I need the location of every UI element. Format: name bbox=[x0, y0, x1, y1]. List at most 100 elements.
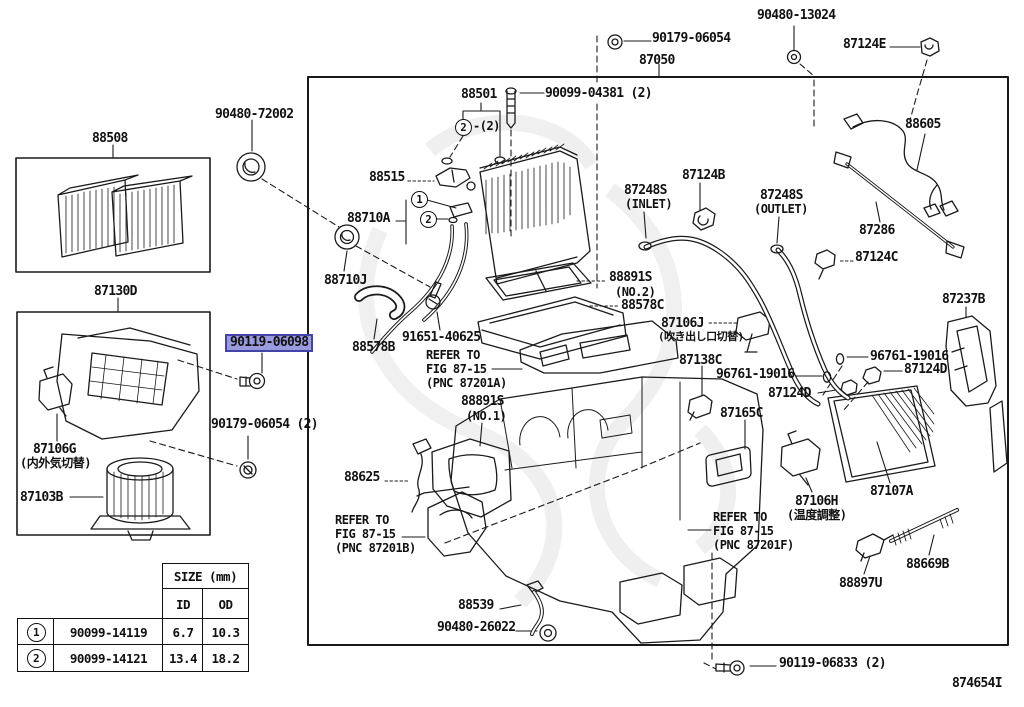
label-87124C: 87124C bbox=[855, 250, 898, 265]
label-88669B: 88669B bbox=[906, 557, 949, 572]
label-87103B: 87103B bbox=[20, 490, 63, 505]
table-row-od: 10.3 bbox=[202, 618, 249, 646]
table-row-part: 90099-14119 bbox=[53, 618, 164, 646]
heater-core-87107A bbox=[827, 385, 936, 483]
label-88508: 88508 bbox=[92, 131, 128, 146]
label-88605: 88605 bbox=[905, 117, 941, 132]
table-row-od: 18.2 bbox=[202, 644, 249, 672]
filter-box-88508 bbox=[15, 157, 211, 273]
label-87124B: 87124B bbox=[682, 168, 725, 183]
label-87106J: 87106J bbox=[661, 316, 704, 331]
label-90119-06098[interactable]: 90119-06098 bbox=[225, 334, 314, 352]
table-row-mark: 2 bbox=[17, 644, 55, 672]
pillar-87237B bbox=[945, 315, 1008, 473]
label-87124D-m: 87124D bbox=[768, 386, 811, 401]
pipe-87248S-outlet bbox=[770, 244, 851, 401]
packing-88891S-no2 bbox=[485, 262, 592, 301]
watermark bbox=[357, 114, 737, 608]
label-88891S-no1-sub: (NO.1) bbox=[466, 409, 507, 423]
bolt-90099-04381 bbox=[505, 87, 517, 129]
label-88515: 88515 bbox=[369, 170, 405, 185]
pipe-87248S-inlet bbox=[638, 235, 821, 407]
valve-88515 bbox=[435, 167, 476, 191]
table-row-part: 90099-14121 bbox=[53, 644, 164, 672]
leader-lines bbox=[56, 25, 967, 667]
grommet-90480-72002 bbox=[236, 152, 266, 182]
label-qty-2: -(2) bbox=[473, 119, 500, 133]
screw-90119-06098 bbox=[239, 372, 266, 390]
label-footer: 874654I bbox=[952, 676, 1003, 691]
size-table-id-header: ID bbox=[162, 588, 204, 620]
blower-fan-87103B bbox=[90, 457, 191, 541]
label-87106H: 87106H bbox=[795, 494, 838, 509]
label-87237B: 87237B bbox=[942, 292, 985, 307]
label-refB-2: FIG 87-15 bbox=[335, 527, 396, 541]
label-refB-3: (PNC 87201B) bbox=[335, 541, 416, 555]
dotted-leaders bbox=[384, 180, 854, 482]
callout-2-table: 2 bbox=[26, 648, 46, 668]
clip-87124D-mid bbox=[840, 379, 858, 396]
label-refF-2: FIG 87-15 bbox=[713, 524, 774, 538]
resistor-87165C bbox=[705, 446, 752, 487]
clamp-87124E bbox=[920, 37, 940, 57]
label-87130D: 87130D bbox=[94, 284, 137, 299]
bracket-87138C bbox=[687, 394, 713, 421]
label-90480-26022: 90480-26022 bbox=[437, 620, 516, 635]
label-87124E: 87124E bbox=[843, 37, 886, 52]
label-88578B: 88578B bbox=[352, 340, 395, 355]
label-90480-72002: 90480-72002 bbox=[215, 107, 294, 122]
label-88501: 88501 bbox=[461, 87, 497, 102]
label-87106H-jp: (温度調整) bbox=[787, 508, 847, 522]
callout-1-table: 1 bbox=[26, 622, 46, 642]
size-table-header: SIZE (mm) bbox=[162, 563, 249, 590]
label-87286: 87286 bbox=[859, 223, 895, 238]
label-refA-3: (PNC 87201A) bbox=[426, 376, 507, 390]
drain-tube-88539 bbox=[526, 580, 544, 636]
label-87050: 87050 bbox=[639, 53, 675, 68]
duct-87201B bbox=[427, 491, 487, 557]
label-87106G-jp: (内外気切替) bbox=[20, 456, 91, 470]
tray-88578C bbox=[477, 296, 627, 360]
pad bbox=[441, 157, 453, 165]
servo-87106G bbox=[38, 366, 73, 417]
clip-87124D-right bbox=[862, 366, 882, 385]
nut-90179-06054-2 bbox=[239, 461, 257, 479]
label-88891S-no2-sub: (NO.2) bbox=[615, 285, 656, 299]
hose-88578B bbox=[354, 285, 406, 320]
label-87248S-outlet: 87248S bbox=[760, 188, 803, 203]
label-refB-1: REFER TO bbox=[335, 513, 389, 527]
label-refF-1: REFER TO bbox=[713, 510, 767, 524]
table-row-mark: 1 bbox=[17, 618, 55, 646]
label-87124D-r: 87124D bbox=[904, 362, 947, 377]
label-88710J: 88710J bbox=[324, 273, 367, 288]
label-88710A: 88710A bbox=[347, 211, 390, 226]
label-88578C: 88578C bbox=[621, 298, 664, 313]
label-refF-3: (PNC 87201F) bbox=[713, 538, 794, 552]
evaporator-core-88501 bbox=[479, 143, 591, 285]
pipe-flange-88710A bbox=[448, 202, 473, 224]
servo-87106H bbox=[780, 430, 821, 486]
oring-96761-left bbox=[822, 371, 832, 383]
grommet-90480-26022 bbox=[539, 624, 557, 642]
screw-90119-06833 bbox=[715, 660, 745, 676]
label-90099-04381: 90099-04381 (2) bbox=[545, 86, 653, 101]
label-88539: 88539 bbox=[458, 598, 494, 613]
sensor-88897U bbox=[855, 533, 894, 562]
heater-case-body bbox=[450, 376, 764, 644]
callout-2: 2 bbox=[420, 211, 437, 228]
mode-case-87201A bbox=[519, 320, 679, 374]
nut-90179-06054-top bbox=[607, 34, 623, 50]
label-refA-1: REFER TO bbox=[426, 348, 480, 362]
label-87165C: 87165C bbox=[720, 406, 763, 421]
oring-96761-right bbox=[835, 353, 845, 365]
label-87248S-inlet-sub: (INLET) bbox=[625, 197, 673, 211]
label-88891S-no2: 88891S bbox=[609, 270, 652, 285]
label-96761-19016-l: 96761-19016 bbox=[716, 367, 795, 382]
table-row-id: 6.7 bbox=[162, 618, 204, 646]
label-87107A: 87107A bbox=[870, 484, 913, 499]
callout-2: 2 bbox=[455, 119, 472, 136]
label-refA-2: FIG 87-15 bbox=[426, 362, 487, 376]
label-87138C: 87138C bbox=[679, 353, 722, 368]
dashed-assembly-lines bbox=[149, 35, 928, 670]
